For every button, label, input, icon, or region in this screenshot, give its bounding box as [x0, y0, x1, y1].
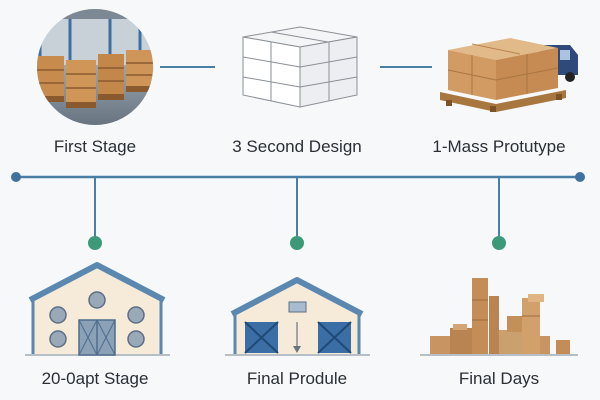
warehouse-doors-icon [225, 277, 370, 356]
white-boxes-icon [242, 26, 358, 108]
stage-connector-3 [492, 177, 506, 250]
timeline-end-dot [575, 172, 585, 182]
stage-label-first: First Stage [53, 137, 137, 156]
stage-connector-1 [88, 177, 102, 250]
box-stacks-icon [420, 278, 578, 356]
stage-node-2 [290, 236, 304, 250]
pallet-truck-icon [440, 38, 578, 112]
stage-label-final-days: Final Days [458, 369, 540, 388]
timeline-start-dot [11, 172, 21, 182]
stage-connector-2 [290, 177, 304, 250]
stage-node-3 [492, 236, 506, 250]
stage-node-1 [88, 236, 102, 250]
stage-label-second-design: 3 Second Design [232, 137, 362, 156]
stage-label-mass-prototype: 1-Mass Protutype [432, 137, 566, 156]
stage-label-final-produle: Final Produle [246, 369, 348, 388]
barn-building-icon [25, 262, 170, 356]
stage-label-20-0apt: 20-0apt Stage [41, 369, 149, 388]
warehouse-photo-icon [37, 9, 153, 125]
